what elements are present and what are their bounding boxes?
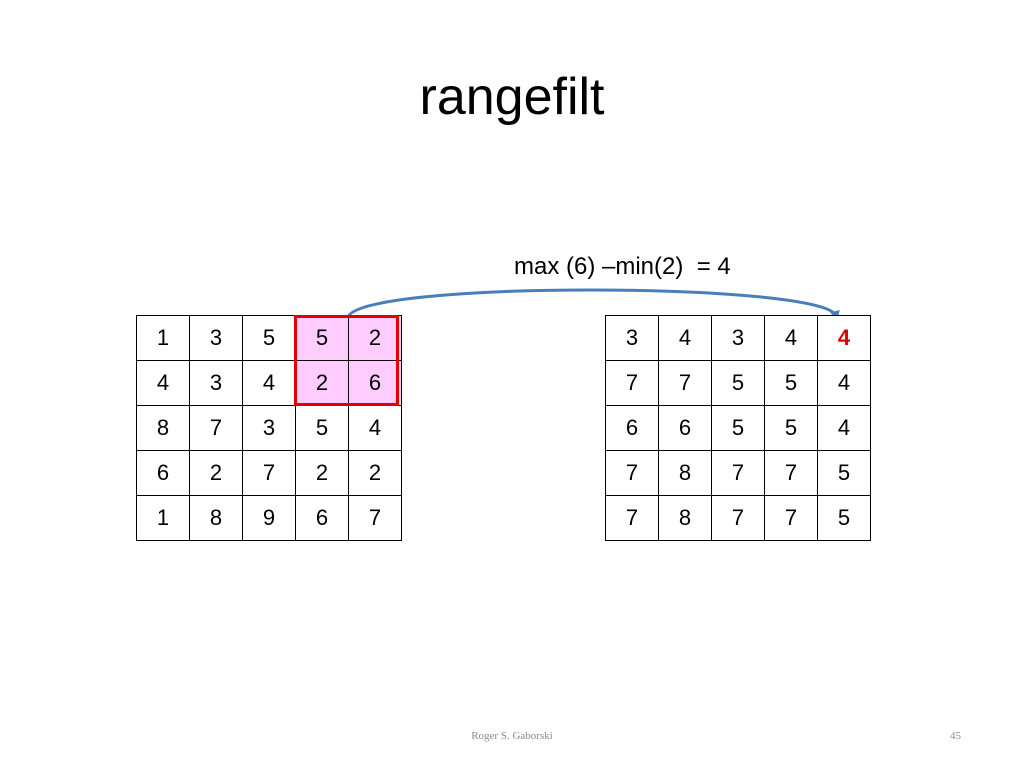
output-cell: 7 [605,495,659,541]
output-cell: 7 [764,495,818,541]
input-cell: 3 [189,315,243,361]
output-cell: 8 [658,495,712,541]
table-row: 3 4 3 4 4 [605,315,871,361]
output-cell: 7 [711,495,765,541]
input-cell: 3 [189,360,243,406]
input-cell: 4 [136,360,190,406]
output-matrix: 3 4 3 4 4 7 7 5 5 4 6 6 5 5 4 7 8 7 7 5 … [605,315,871,541]
output-cell: 6 [605,405,659,451]
output-cell-result: 4 [817,315,871,361]
output-cell: 7 [658,360,712,406]
input-cell-highlighted: 6 [348,360,402,406]
output-cell: 7 [711,450,765,496]
input-cell: 4 [242,360,296,406]
table-row: 7 8 7 7 5 [605,495,871,541]
input-cell: 2 [348,450,402,496]
input-cell: 7 [189,405,243,451]
input-cell: 7 [348,495,402,541]
table-row: 6 6 5 5 4 [605,405,871,451]
output-cell: 3 [605,315,659,361]
input-cell-highlighted: 2 [348,315,402,361]
table-row: 6 2 7 2 2 [136,450,402,496]
output-cell: 5 [711,360,765,406]
output-cell: 7 [764,450,818,496]
output-cell: 7 [605,360,659,406]
input-cell: 1 [136,315,190,361]
input-cell: 6 [295,495,349,541]
input-cell-highlighted: 5 [295,315,349,361]
table-row: 7 7 5 5 4 [605,360,871,406]
output-cell: 4 [658,315,712,361]
input-cell: 2 [295,450,349,496]
output-cell: 4 [817,405,871,451]
table-row: 8 7 3 5 4 [136,405,402,451]
output-cell: 4 [817,360,871,406]
output-cell: 4 [764,315,818,361]
input-cell: 6 [136,450,190,496]
input-matrix: 1 3 5 5 2 4 3 4 2 6 8 7 3 5 4 6 2 7 2 2 … [136,315,402,541]
input-cell: 8 [189,495,243,541]
table-row: 1 3 5 5 2 [136,315,402,361]
input-cell: 4 [348,405,402,451]
output-cell: 5 [817,450,871,496]
input-cell: 8 [136,405,190,451]
slide-title: rangefilt [419,68,605,126]
arrow-path [346,288,840,321]
input-cell: 9 [242,495,296,541]
output-cell: 3 [711,315,765,361]
table-row: 1 8 9 6 7 [136,495,402,541]
footer-author: Roger S. Gaborski [471,730,553,742]
input-cell: 3 [242,405,296,451]
input-cell: 5 [242,315,296,361]
input-cell-highlighted: 2 [295,360,349,406]
input-cell: 1 [136,495,190,541]
input-cell: 7 [242,450,296,496]
table-row: 4 3 4 2 6 [136,360,402,406]
input-cell: 2 [189,450,243,496]
page-number: 45 [950,730,961,742]
output-cell: 5 [711,405,765,451]
output-cell: 5 [817,495,871,541]
output-cell: 6 [658,405,712,451]
output-cell: 5 [764,360,818,406]
input-cell: 5 [295,405,349,451]
output-cell: 7 [605,450,659,496]
range-formula: max (6) –min(2) = 4 [514,253,731,280]
output-cell: 5 [764,405,818,451]
table-row: 7 8 7 7 5 [605,450,871,496]
output-cell: 8 [658,450,712,496]
